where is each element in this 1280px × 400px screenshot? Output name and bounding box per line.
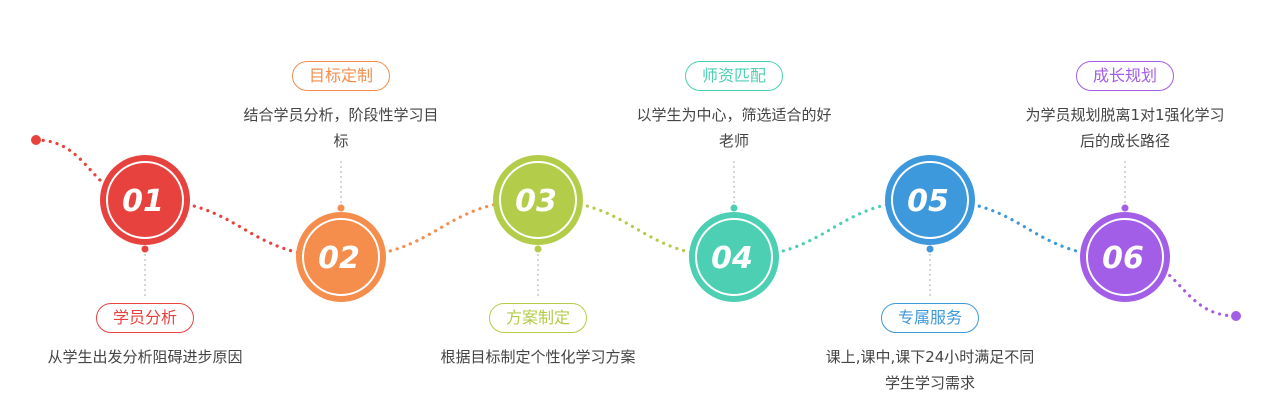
- step-description: 从学生出发分析阻碍进步原因: [47, 348, 243, 366]
- step-title-pill: 目标定制: [291, 61, 391, 91]
- step-stem-dot: [337, 204, 345, 212]
- step-description: 根据目标制定个性化学习方案: [440, 348, 636, 366]
- step-circle-ring: [1086, 218, 1164, 296]
- step-description: 为学员规划脱离1对1强化学习后的成长路径: [1025, 106, 1225, 150]
- step-circle: [100, 155, 190, 245]
- step-circle-ring: [695, 218, 773, 296]
- step-circle: [689, 212, 779, 302]
- step-circle: [1080, 212, 1170, 302]
- step-circle-ring: [891, 161, 969, 239]
- step-circle: [296, 212, 386, 302]
- step-circle-ring: [499, 161, 577, 239]
- step-number: 04: [711, 241, 753, 276]
- step-stem-dot: [141, 245, 149, 253]
- step-circle: [493, 155, 583, 245]
- step-title-pill: 专属服务: [880, 303, 980, 333]
- step-number: 06: [1102, 241, 1144, 276]
- connector-dots: [1123, 255, 1238, 318]
- step-title-pill: 师资匹配: [684, 61, 784, 91]
- step-description: 以学生为中心，筛选适合的好老师: [636, 106, 832, 150]
- step-title-pill: 成长规划: [1075, 61, 1175, 91]
- step-stem-dot: [730, 204, 738, 212]
- step-circle-ring: [106, 161, 184, 239]
- step-stem-dot: [1121, 204, 1129, 212]
- step-circle: [885, 155, 975, 245]
- step-description: 结合学员分析，阶段性学习目标: [243, 106, 439, 150]
- step-number: 05: [907, 184, 949, 219]
- flow-end-dot: [1231, 311, 1241, 321]
- step-stem-dot: [534, 245, 542, 253]
- step-stem-dot: [926, 245, 934, 253]
- step-number: 02: [318, 241, 360, 276]
- step-title-pill: 方案制定: [488, 303, 588, 333]
- step-description: 课上,课中,课下24小时满足不同学生学习需求: [825, 348, 1035, 392]
- step-title-pill: 学员分析: [95, 303, 195, 333]
- flow-start-dot: [31, 135, 41, 145]
- step-number: 01: [122, 184, 164, 219]
- step-number: 03: [515, 184, 557, 219]
- step-circle-ring: [302, 218, 380, 296]
